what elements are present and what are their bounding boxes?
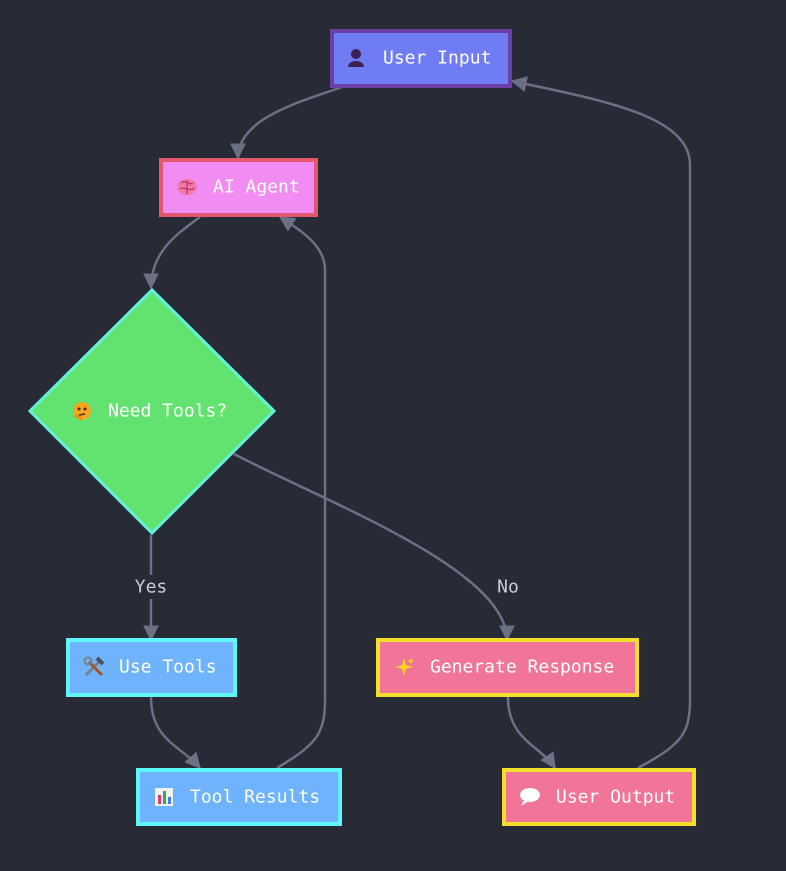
node-tool-results-label: Tool Results xyxy=(190,787,320,808)
hammer-wrench-icon xyxy=(83,656,105,677)
thinking-face-icon xyxy=(73,402,91,421)
node-ai-agent[interactable]: AI Agent xyxy=(159,158,318,217)
node-tool-results[interactable]: Tool Results xyxy=(136,768,342,826)
edge-use-tools-to-tool-results xyxy=(149,696,201,770)
edge-user-output-to-user-input xyxy=(510,76,692,770)
edge-tool-results-to-ai-agent xyxy=(276,215,327,770)
edge-generate-response-to-user-output xyxy=(506,696,557,770)
node-user-input[interactable]: User Input xyxy=(330,29,512,88)
node-generate-response[interactable]: Generate Response xyxy=(376,638,639,697)
node-use-tools-label: Use Tools xyxy=(119,657,217,678)
edge-label-yes: Yes xyxy=(135,577,168,598)
node-generate-response-label: Generate Response xyxy=(430,657,614,678)
speech-bubble-icon xyxy=(520,788,540,806)
edges: Yes No xyxy=(128,76,692,770)
edge-need-tools-to-generate-response xyxy=(233,452,515,642)
node-need-tools[interactable]: Need Tools? xyxy=(27,287,277,536)
edge-user-input-to-ai-agent xyxy=(230,85,343,160)
edge-label-yes-bg xyxy=(128,575,174,599)
node-ai-agent-label: AI Agent xyxy=(213,177,300,198)
edge-label-no: No xyxy=(497,577,519,598)
user-silhouette-icon xyxy=(348,49,364,67)
edge-label-no-bg xyxy=(490,575,526,599)
node-use-tools[interactable]: Use Tools xyxy=(66,638,237,697)
node-user-input-label: User Input xyxy=(383,48,491,69)
bar-chart-icon xyxy=(155,788,173,806)
node-user-output[interactable]: User Output xyxy=(502,768,696,826)
sparkles-icon xyxy=(395,658,414,676)
edge-ai-agent-to-need-tools xyxy=(143,215,201,290)
brain-icon xyxy=(177,179,197,195)
node-user-output-label: User Output xyxy=(556,787,675,808)
node-need-tools-label: Need Tools? xyxy=(108,401,227,422)
